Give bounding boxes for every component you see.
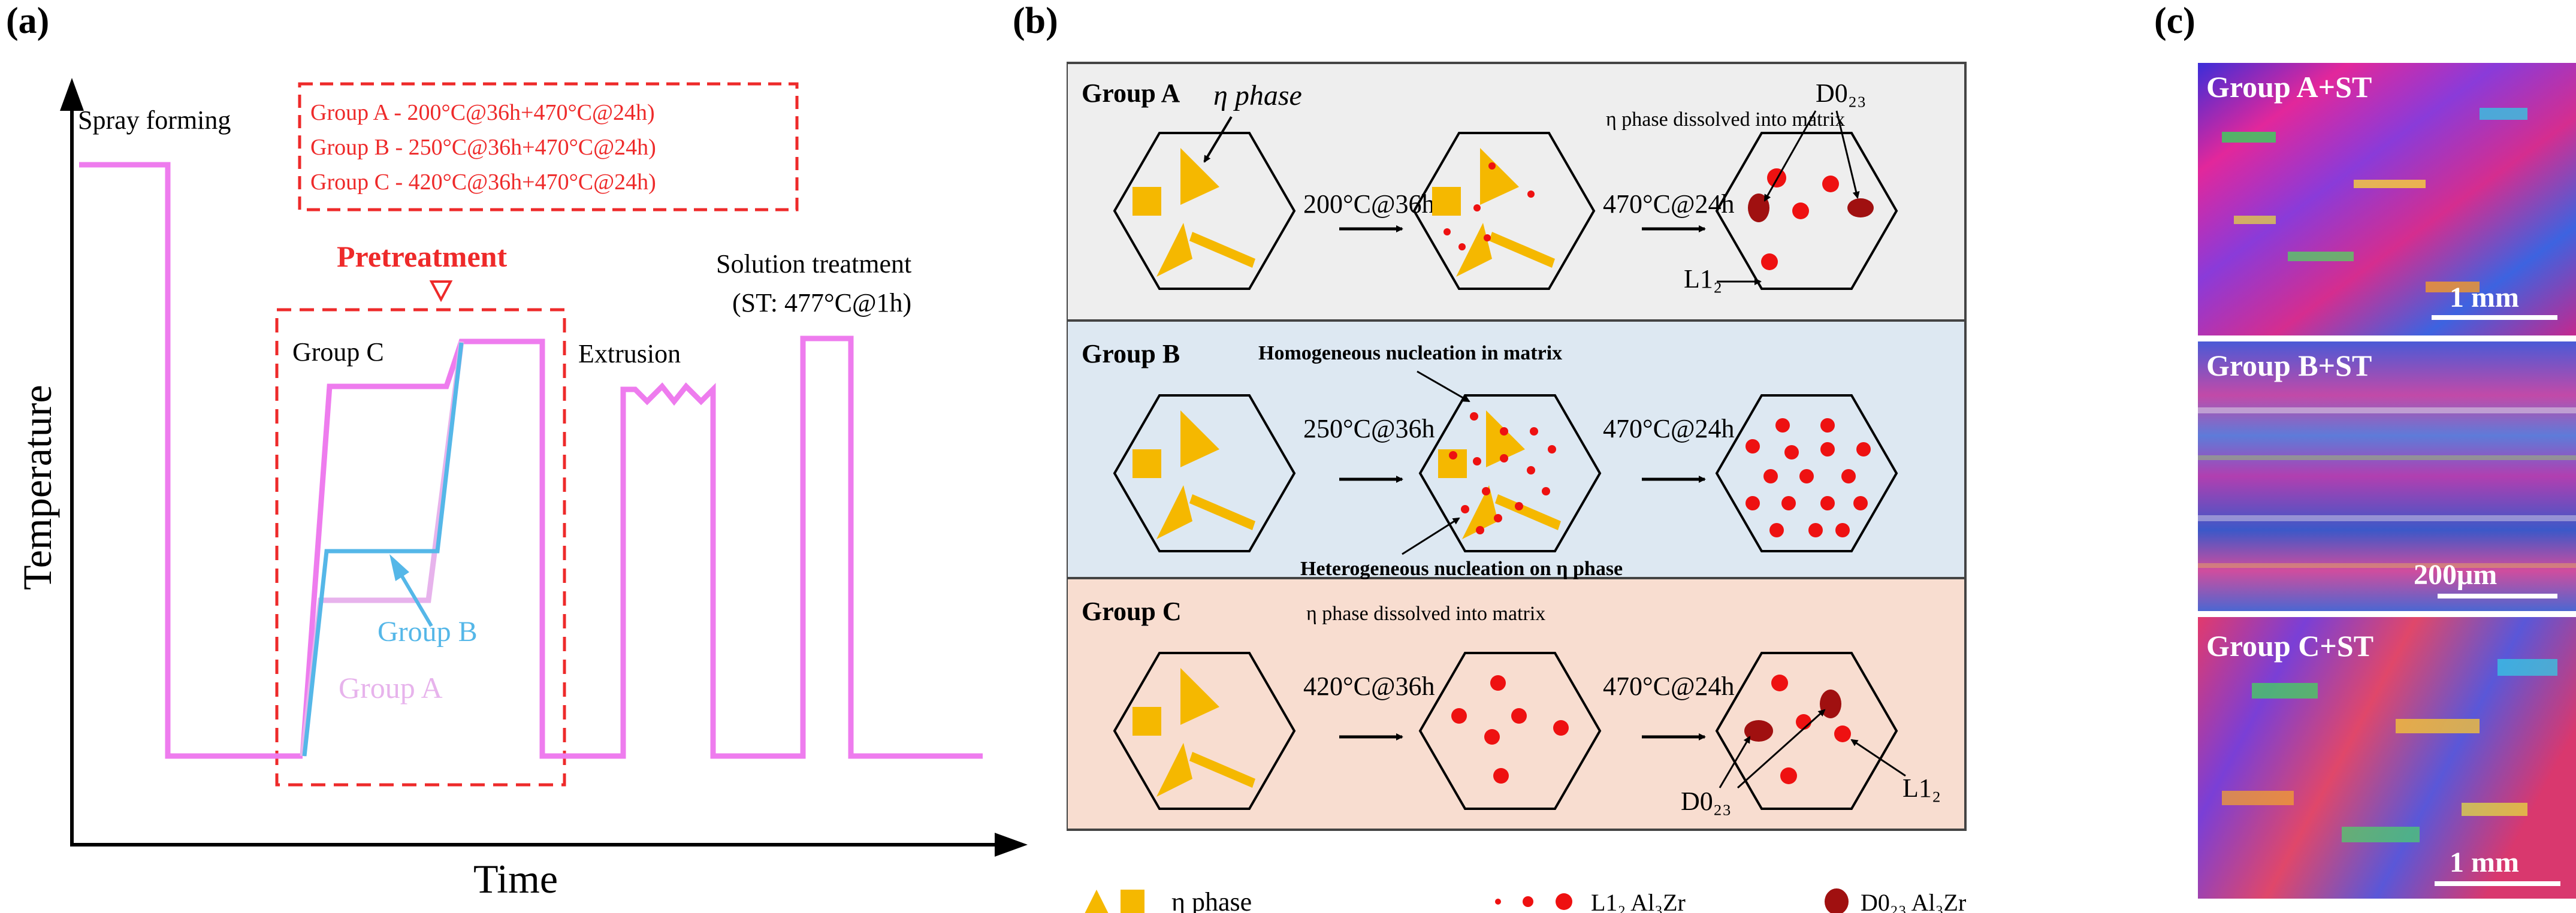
group-c-dissolved-note: η phase dissolved into matrix	[1306, 603, 1545, 625]
group-b-hex-mid	[1419, 394, 1601, 552]
panel-b-frame	[1067, 62, 1967, 831]
group-a-d023-label: D0₂₃	[1816, 78, 1866, 108]
ebsd-map-group-b-scale: 200μm	[2414, 559, 2497, 591]
legend-eta-triangle	[1085, 890, 1109, 913]
ebsd-map-group-a-title: Group A+ST	[2206, 70, 2372, 104]
ebsd-map-group-c-title: Group C+ST	[2206, 629, 2373, 663]
group-a-hex-final	[1716, 132, 1898, 290]
thermal-profile-group-c	[300, 335, 983, 759]
panel-label-c: (c)	[2154, 1, 2196, 41]
extrusion-label: Extrusion	[578, 339, 681, 368]
panel-label-a: (a)	[6, 1, 50, 41]
legend-line-a: Group A - 200°C@36h+470°C@24h)	[310, 100, 655, 125]
group-b-homogeneous-pointer	[1417, 370, 1470, 403]
group-b-pointer-head	[389, 554, 409, 581]
ebsd-map-group-c	[2198, 617, 2576, 899]
group-a-d023-pointer2	[1835, 110, 1860, 199]
group-b-step1: 250°C@36h	[1303, 414, 1435, 443]
solution-treatment-line2: (ST: 477°C@1h)	[732, 288, 911, 318]
legend-line-b: Group B - 250°C@36h+470°C@24h)	[310, 135, 656, 160]
legend-eta-label: η phase	[1171, 887, 1252, 913]
group-b-hex-final	[1716, 394, 1898, 552]
group-c-l12-pointer	[1850, 739, 1906, 777]
group-a-step2: 470°C@24h	[1603, 189, 1734, 219]
group-b-curve-label: Group B	[378, 616, 478, 648]
x-axis-label: Time	[473, 856, 558, 902]
legend-d023-dot	[1825, 888, 1849, 913]
group-a-title: Group A	[1082, 78, 1180, 108]
group-c-step1: 420°C@36h	[1303, 672, 1435, 701]
group-a-eta-pointer	[1203, 116, 1233, 163]
pretreatment-legend-box	[298, 82, 799, 211]
group-b-title: Group B	[1082, 339, 1180, 368]
group-b-heterogeneous-pointer	[1402, 517, 1460, 555]
ebsd-map-group-b-title: Group B+ST	[2206, 349, 2372, 382]
group-a-curve-label: Group A	[339, 671, 443, 705]
group-c-d023-pointer1	[1719, 736, 1751, 788]
group-c-l12-label: L1₂	[1902, 773, 1941, 803]
spray-forming-label: Spray forming	[78, 105, 231, 135]
group-a-band	[1067, 63, 1965, 321]
thermal-profile-main	[79, 162, 303, 759]
solution-treatment-line1: Solution treatment	[716, 249, 911, 279]
panel-a-diagram: Spray forming Group A - 200°C@36h+470°C@…	[14, 78, 1028, 902]
group-c-step2: 470°C@24h	[1603, 672, 1734, 701]
pretreatment-pointer	[429, 280, 453, 303]
y-axis-arrowhead	[60, 78, 84, 111]
ebsd-map-group-c-scale: 1 mm	[2450, 847, 2519, 878]
panel-label-b: (b)	[1013, 1, 1058, 41]
panel-b-diagram: Group A η phase η phase dissolved into m…	[1067, 62, 1967, 913]
y-axis-label: Temperature	[14, 385, 60, 590]
pretreatment-zone-box	[275, 308, 566, 787]
x-axis-arrowhead	[995, 833, 1028, 857]
group-a-dissolved-note: η phase dissolved into matrix	[1606, 108, 1845, 131]
legend-eta-square	[1121, 890, 1144, 913]
legend-l12-label: L1₂ Al₃Zr	[1591, 889, 1686, 913]
legend-l12-dot-medium	[1523, 896, 1533, 907]
group-c-hex-mid	[1419, 652, 1601, 810]
legend-l12-dot-small	[1495, 899, 1501, 905]
panel-c-maps: Group A+ST 1 mm Group B+ST 200μm Group C…	[2198, 63, 2576, 899]
group-a-step1: 200°C@36h	[1303, 189, 1435, 219]
group-a-hex-mid	[1413, 132, 1595, 290]
group-a-l12-label: L1₂	[1684, 264, 1722, 294]
group-c-d023-label: D0₂₃	[1681, 787, 1731, 816]
legend-d023-label: D0₂₃ Al₃Zr	[1861, 889, 1966, 913]
group-a-d023-pointer1	[1763, 110, 1817, 202]
group-c-curve-label: Group C	[292, 337, 384, 367]
group-b-step2: 470°C@24h	[1603, 414, 1734, 443]
legend-line-c: Group C - 420°C@36h+470°C@24h)	[310, 170, 656, 195]
group-b-heterogeneous-note: Heterogeneous nucleation on η phase	[1300, 558, 1623, 580]
group-a-eta-label: η phase	[1213, 80, 1302, 111]
ebsd-map-group-b	[2198, 341, 2576, 611]
ebsd-map-group-a-scale: 1 mm	[2450, 282, 2519, 313]
group-b-homogeneous-note: Homogeneous nucleation in matrix	[1258, 342, 1562, 364]
group-c-d023-pointer2	[1737, 709, 1826, 789]
pretreatment-label: Pretreatment	[337, 240, 507, 273]
ebsd-map-group-a	[2198, 63, 2576, 335]
group-c-title: Group C	[1082, 597, 1182, 626]
thermal-profile-group-b	[302, 342, 464, 757]
legend-l12-dot-large	[1556, 893, 1572, 910]
